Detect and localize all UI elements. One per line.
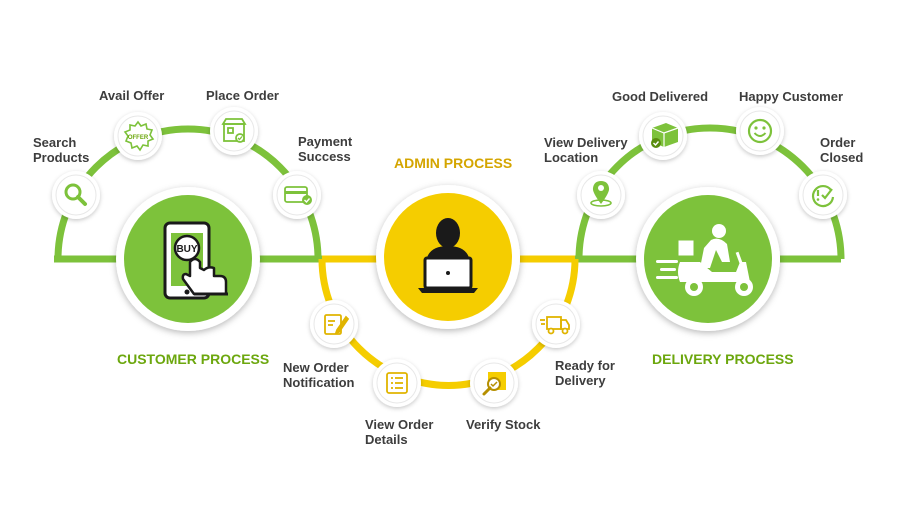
happy-customer-label: Happy Customer (739, 89, 844, 104)
phone-buy-text: BUY (176, 244, 197, 255)
offer-badge-icon: OFFER (123, 120, 155, 152)
order-closed-node[interactable] (799, 171, 847, 219)
notepad-icon (324, 314, 350, 335)
order-closed-label: Order Closed (820, 135, 864, 165)
view-order-details-label: View Order Details (365, 417, 434, 447)
delivery-scooter-icon (656, 224, 753, 296)
smiley-icon (747, 118, 773, 144)
avail-offer-node[interactable]: OFFER (114, 112, 162, 160)
list-icon (386, 372, 408, 394)
avail-offer-label: Avail Offer (99, 88, 165, 103)
verify-stock-node[interactable] (470, 359, 518, 407)
new-order-notification-node[interactable] (310, 300, 358, 348)
view-delivery-location-node[interactable] (577, 171, 625, 219)
view-order-details-node[interactable] (373, 359, 421, 407)
truck-icon (540, 316, 570, 335)
delivery-hub (636, 187, 780, 331)
ready-for-delivery-node[interactable] (532, 300, 580, 348)
box-check-icon (651, 123, 679, 148)
search-products-node[interactable] (52, 171, 100, 219)
good-delivered-node[interactable] (639, 112, 687, 160)
magnify-check-icon (482, 372, 506, 396)
card-icon (284, 186, 312, 205)
place-order-label: Place Order (206, 88, 279, 103)
location-pin-icon (590, 181, 612, 207)
customer-hub: BUY (116, 187, 260, 331)
search-icon (64, 183, 87, 206)
good-delivered-label: Good Delivered (612, 89, 709, 104)
admin-laptop-icon (418, 218, 478, 293)
payment-success-node[interactable] (273, 171, 321, 219)
shop-icon (221, 118, 247, 143)
phone-buy-icon: BUY (163, 221, 228, 300)
check-alert-icon (811, 184, 835, 208)
admin-process-title: ADMIN PROCESS (394, 155, 513, 171)
verify-stock-label: Verify Stock (466, 417, 541, 432)
place-order-node[interactable] (210, 107, 258, 155)
search-products-label: Search Products (33, 135, 90, 165)
admin-hub (376, 185, 520, 329)
delivery-process-title: DELIVERY PROCESS (652, 351, 794, 367)
ready-for-delivery-label: Ready for Delivery (555, 358, 615, 388)
customer-process-title: CUSTOMER PROCESS (117, 351, 270, 367)
payment-success-label: Payment Success (298, 134, 353, 164)
happy-customer-node[interactable] (736, 107, 784, 155)
offer-badge-text: OFFER (128, 135, 149, 141)
view-delivery-location-label: View Delivery Location (544, 135, 628, 165)
new-order-notification-label: New Order Notification (283, 360, 355, 390)
